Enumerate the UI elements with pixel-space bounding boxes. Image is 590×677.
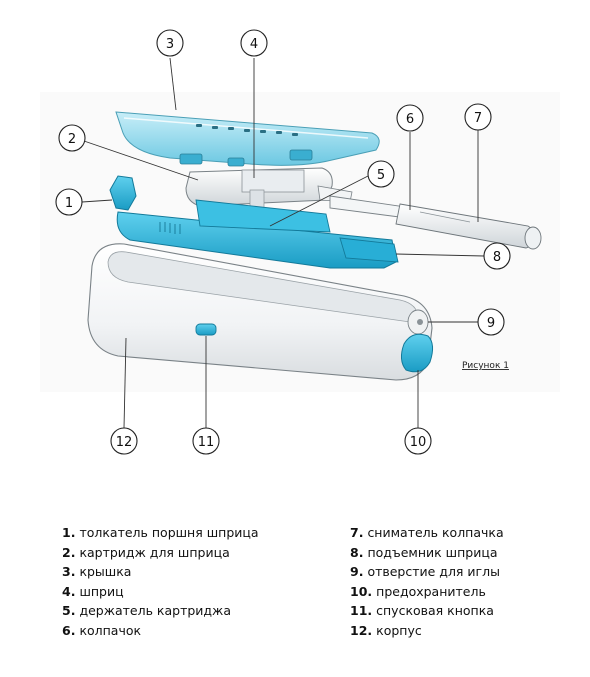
part-cap-and-remover [329,195,542,250]
legend-num: 3. [62,564,76,580]
legend-num: 5. [62,603,76,619]
svg-text:5: 5 [377,168,385,183]
legend-num: 2. [62,544,76,560]
legend-item-6: 6. колпачок [62,621,259,641]
legend-item-12: 12. корпус [350,621,504,641]
legend-right-column: 7. сниматель колпачка 8. подъемник шприц… [350,523,504,641]
legend-num: 4. [62,583,76,599]
callout-7: 7 [464,103,492,131]
exploded-device-diagram: 1 2 3 4 5 6 7 8 9 10 11 12 Рисунок 1 [55,29,542,455]
callout-9: 9 [477,308,505,336]
legend-left-column: 1. толкатель поршня шприца 2. картридж д… [62,523,259,641]
callout-4: 4 [240,29,268,57]
part-housing [87,243,434,381]
legend-num: 7. [350,525,364,540]
svg-text:1: 1 [65,196,73,211]
legend-text: толкатель поршня шприца [79,525,259,540]
legend-item-2: 2. картридж для шприца [62,543,259,563]
figure-caption: Рисунок 1 [462,361,509,371]
svg-text:3: 3 [166,37,174,52]
part-lid [115,111,380,167]
legend-text: предохранитель [376,583,486,599]
legend-text: колпачок [79,622,142,638]
legend-text: отверстие для иглы [367,564,500,580]
legend-text: спусковая кнопка [376,603,494,619]
legend-text: корпус [376,622,422,638]
legend-item-7: 7. сниматель колпачка [350,523,504,543]
callout-6: 6 [396,104,424,132]
callout-3: 3 [156,29,184,57]
callout-2: 2 [58,124,86,152]
legend-text: шприц [79,583,124,599]
callout-5: 5 [367,160,395,188]
svg-text:6: 6 [406,112,414,127]
legend-text: держатель картриджа [79,603,231,619]
legend-num: 11. [350,603,373,619]
svg-text:4: 4 [250,37,258,52]
svg-text:8: 8 [493,250,501,265]
legend-item-11: 11. спусковая кнопка [350,601,504,621]
legend-num: 6. [62,622,76,638]
legend-item-9: 9. отверстие для иглы [350,562,504,582]
svg-text:10: 10 [410,435,427,450]
legend-item-5: 5. держатель картриджа [62,601,259,621]
legend-text: крышка [79,564,132,580]
legend-text: сниматель колпачка [367,525,504,540]
svg-text:9: 9 [487,316,495,331]
svg-text:11: 11 [198,435,215,450]
legend-num: 1. [62,525,76,540]
callout-8: 8 [483,242,511,270]
callout-1: 1 [55,188,83,216]
svg-text:2: 2 [68,132,76,147]
callout-12: 12 [110,427,138,455]
legend-text: подъемник шприца [367,544,498,560]
part-blue-mechanism [109,175,399,269]
callout-10: 10 [404,427,432,455]
legend-num: 10. [350,583,373,599]
legend-item-3: 3. крышка [62,562,259,582]
legend-item-4: 4. шприц [62,582,259,602]
legend-item-8: 8. подъемник шприца [350,543,504,563]
callout-11: 11 [192,427,220,455]
svg-text:12: 12 [116,435,133,450]
legend-item-1: 1. толкатель поршня шприца [62,523,259,543]
legend-item-10: 10. предохранитель [350,582,504,602]
legend-num: 12. [350,622,373,638]
leader-lines [81,57,485,429]
legend-num: 8. [350,544,364,560]
legend-text: картридж для шприца [79,544,230,560]
svg-text:7: 7 [474,111,482,126]
legend-num: 9. [350,564,364,580]
